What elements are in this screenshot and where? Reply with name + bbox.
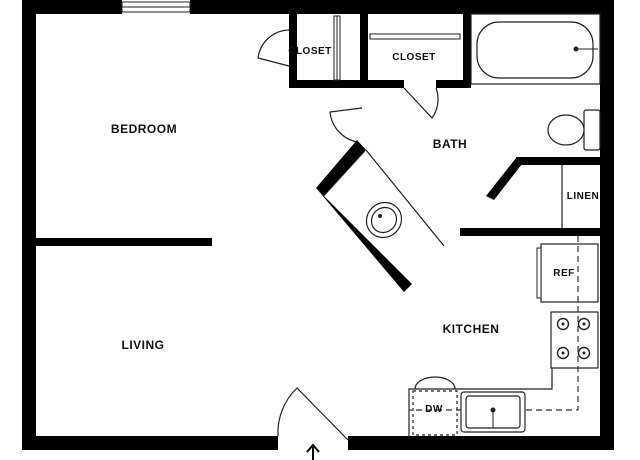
linen-label: LINEN: [567, 191, 600, 202]
bath-door[interactable]: [329, 107, 363, 143]
bathtub-icon: [470, 13, 601, 85]
closet-left-door[interactable]: [257, 29, 290, 67]
living-label: LIVING: [121, 338, 164, 352]
vanity-edge: [365, 149, 445, 247]
refrigerator-icon: [536, 243, 599, 303]
bedroom-living-wall: [36, 238, 212, 246]
bath-label: BATH: [433, 137, 467, 151]
exterior-walls: [22, 0, 614, 450]
entry-arrow-icon: [306, 443, 320, 460]
stove-icon: [550, 311, 599, 369]
kitchen-label: KITCHEN: [443, 322, 500, 336]
toilet-icon: [547, 109, 601, 151]
refrigerator-label: REF: [553, 268, 575, 279]
dishwasher-icon: [412, 376, 458, 436]
kitchen-counter: [408, 236, 579, 436]
entry-door[interactable]: [277, 387, 349, 441]
bath-walls: [316, 140, 600, 292]
window: [121, 1, 191, 13]
closet-walls: [289, 14, 471, 88]
bath-sink-icon: [365, 201, 403, 239]
dishwasher-label: DW: [425, 404, 443, 415]
closet-left-label: CLOSET: [288, 46, 332, 57]
closet-right-label: CLOSET: [392, 52, 436, 63]
closet-right-door[interactable]: [403, 87, 439, 119]
kitchen-sink-icon: [460, 391, 526, 433]
bedroom-label: BEDROOM: [111, 122, 177, 136]
